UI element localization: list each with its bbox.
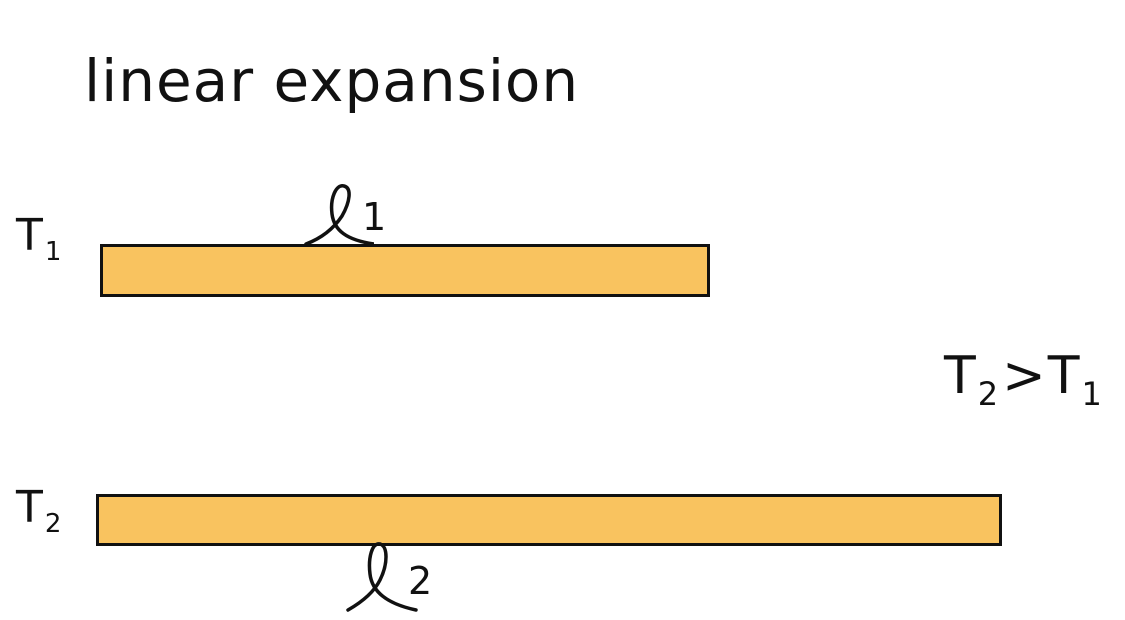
relation-left-symbol: T [944,346,976,406]
rod-at-t1 [100,244,710,297]
t1-subscript: 1 [44,237,62,267]
t1-symbol: T [16,210,43,261]
t2-symbol: T [16,482,43,533]
relation-right-symbol: T [1047,346,1080,406]
temperature-relation: T2>T1 [944,350,1102,410]
length-label-l1: 1 [304,178,394,248]
t2-subscript: 2 [44,509,62,539]
diagram-title: linear expansion [84,47,580,115]
script-l-glyph-2 [346,542,418,612]
l1-subscript: 1 [362,195,387,239]
relation-left-subscript: 2 [977,375,999,413]
relation-operator: > [1002,346,1046,406]
temperature-label-t2: T2 [16,486,62,539]
rod-at-t2 [96,494,1002,546]
relation-right-subscript: 1 [1081,375,1102,413]
l2-subscript: 2 [408,559,433,603]
script-l-glyph-1 [304,184,374,246]
temperature-label-t1: T1 [16,214,62,267]
length-label-l2: 2 [344,540,444,612]
